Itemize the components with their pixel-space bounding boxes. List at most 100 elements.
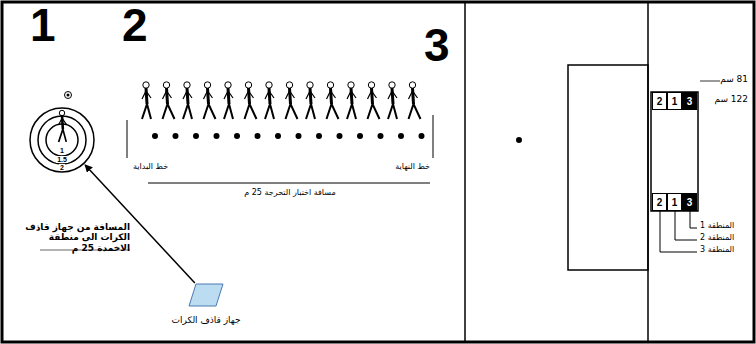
- penalty-spot: [516, 137, 522, 143]
- target-circle: 11.52: [29, 107, 95, 173]
- leader-line: [660, 211, 697, 252]
- player-head: [327, 82, 333, 88]
- ball: [398, 133, 404, 139]
- ring-number: 2: [59, 164, 65, 171]
- ring: [46, 124, 78, 156]
- player-arms: [286, 91, 295, 99]
- finish-line: [433, 115, 434, 158]
- ball: [378, 133, 384, 139]
- player-arms: [409, 91, 418, 99]
- device-label: جهاز قاذف الكرات: [171, 315, 240, 325]
- player-arms: [224, 91, 233, 99]
- zone-number: 3: [687, 197, 693, 208]
- distance-note: المسافة من جهاز قاذف الكرات الى منطقة ال…: [18, 222, 130, 253]
- ball: [255, 133, 261, 139]
- ball: [65, 92, 72, 99]
- player-legs: [327, 104, 339, 119]
- player-arms: [388, 91, 397, 99]
- player-arms: [368, 91, 377, 99]
- start-line: [127, 120, 128, 158]
- player-arms: [163, 91, 172, 99]
- ball: [193, 133, 199, 139]
- goal-zone-box: 3: [682, 193, 697, 211]
- player-head: [245, 82, 251, 88]
- player-head: [389, 82, 395, 88]
- ball-patch: [67, 94, 70, 97]
- zone-number: 2: [657, 96, 663, 107]
- player-legs: [245, 104, 257, 119]
- ball: [234, 133, 240, 139]
- zone-label: المنطقة 1: [700, 221, 734, 230]
- ball: [337, 133, 343, 139]
- zone-number: 2: [657, 197, 663, 208]
- player-head: [348, 82, 354, 88]
- player-arms: [347, 91, 356, 99]
- player-head: [368, 82, 374, 88]
- finish-line-label: خط النهاية: [395, 162, 430, 171]
- zone-number: 1: [672, 197, 678, 208]
- player-arms: [183, 91, 192, 99]
- player-head: [409, 82, 415, 88]
- distance-label: مسافة اختبار التحرجة 25 م: [244, 188, 335, 197]
- player-head: [204, 82, 210, 88]
- goal-zone-box: 2: [652, 193, 667, 211]
- player-head: [266, 82, 272, 88]
- zone-number: 3: [687, 96, 693, 107]
- ball-launcher: جهاز قاذف الكرات: [188, 283, 224, 307]
- ball: [357, 133, 363, 139]
- penalty-box-line: [464, 2, 466, 342]
- dimension-line: [700, 81, 720, 82]
- player-legs: [163, 104, 175, 119]
- dimension-label: 122 سم: [714, 94, 748, 104]
- player-legs: [286, 104, 298, 119]
- player-head: [307, 82, 313, 88]
- zone-number: 1: [672, 96, 678, 107]
- player-legs: [306, 104, 315, 119]
- parallelogram: [189, 284, 223, 306]
- callout-number: 2: [122, 2, 148, 48]
- goal-area: [568, 65, 648, 270]
- player-arms: [142, 91, 151, 99]
- player-head: [143, 82, 149, 88]
- ring: [38, 116, 86, 164]
- ball: [214, 133, 220, 139]
- player-legs: [59, 129, 67, 142]
- goal-zone-box: 1: [667, 193, 682, 211]
- player-legs: [409, 104, 421, 119]
- goal-zone-box: 3: [682, 92, 697, 110]
- player-legs: [347, 104, 356, 119]
- player-head: [184, 82, 190, 88]
- ball: [419, 133, 425, 139]
- goal-frame: [651, 92, 698, 211]
- player-legs: [368, 104, 380, 119]
- ball: [316, 133, 322, 139]
- ball: [296, 133, 302, 139]
- launcher-shape: [188, 283, 224, 307]
- player-legs: [388, 104, 397, 119]
- player-arms: [327, 91, 336, 99]
- ring-number: 1.5: [56, 156, 68, 163]
- zone-label: المنطقة 2: [700, 233, 734, 242]
- ring: [30, 108, 94, 172]
- callout-number: 3: [424, 22, 450, 68]
- ball: [275, 133, 281, 139]
- ball: [152, 133, 158, 139]
- dimension-label: 81 سم: [720, 74, 748, 84]
- goal-zone-box: 1: [667, 92, 682, 110]
- player-arms: [204, 91, 213, 99]
- player-legs: [265, 104, 274, 119]
- players: [59, 82, 425, 142]
- ring-number: 1: [59, 147, 65, 154]
- player-legs: [204, 104, 216, 119]
- distance-line: [148, 183, 430, 184]
- player-head: [59, 110, 64, 115]
- callout-number: 1: [30, 2, 56, 48]
- player-head: [225, 82, 231, 88]
- player-arms: [306, 91, 315, 99]
- player-arms: [265, 91, 274, 99]
- leader-line: [690, 211, 697, 228]
